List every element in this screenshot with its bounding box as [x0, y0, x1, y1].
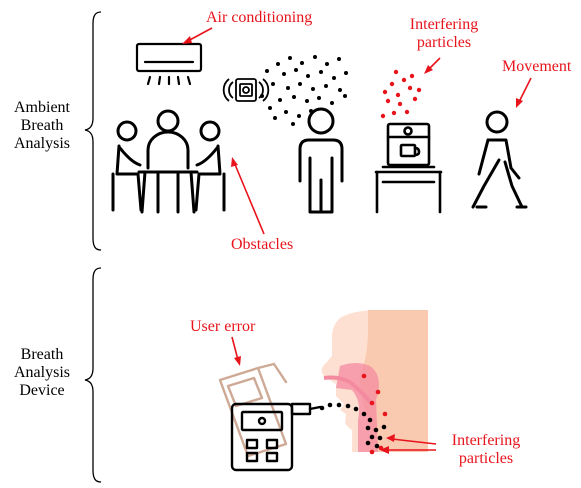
- coffee-machine-icon: [374, 122, 443, 214]
- ambient-brace: [84, 11, 102, 251]
- particle-cloud-red: [380, 69, 422, 119]
- standing-person-icon: [298, 107, 344, 214]
- user-error-label: User error: [190, 318, 256, 335]
- wireless-sensor-icon: [222, 78, 270, 102]
- device-section-label: Breath Analysis Device: [14, 346, 70, 399]
- breath-particles-icon: [319, 373, 388, 455]
- particle-cloud-black: [260, 55, 348, 126]
- obstacles-label: Obstacles: [231, 236, 294, 253]
- annotation-arrows-device: [231, 336, 437, 454]
- device-brace: [84, 267, 102, 483]
- meeting-people-icon: [111, 109, 226, 214]
- interfering-particles-bottom-label: Interfering particles: [451, 432, 521, 467]
- movement-label: Movement: [502, 58, 572, 75]
- ambient-section-label: Ambient Breath Analysis: [14, 99, 70, 152]
- interfering-particles-top-label: Interfering particles: [409, 16, 479, 51]
- annotation-arrows-ambient: [182, 27, 532, 235]
- air-conditioning-label: Air conditioning: [206, 9, 313, 26]
- walking-person-icon: [471, 110, 528, 209]
- air-conditioner-icon: [135, 42, 203, 86]
- breathalyzer-device-icon: [218, 362, 322, 472]
- head-profile-icon: [321, 310, 428, 452]
